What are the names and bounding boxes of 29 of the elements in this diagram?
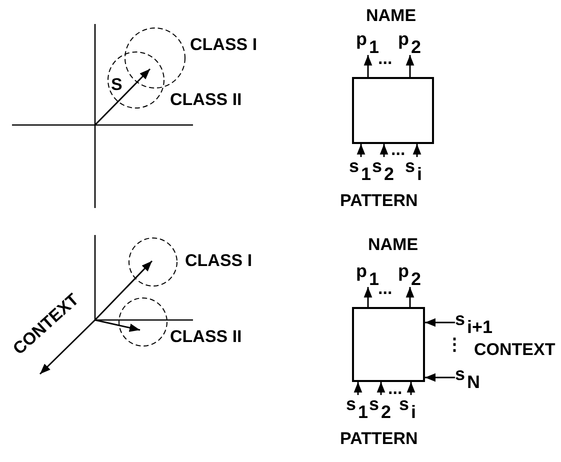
ellipsis: ... [388, 380, 402, 397]
arrow [425, 373, 455, 382]
arrow [406, 55, 414, 77]
input-label: PATTERN [340, 192, 418, 209]
arrow [356, 144, 366, 157]
class-label: CLASS I [190, 36, 258, 53]
arrow [376, 382, 386, 395]
ellipsis: ... [378, 50, 392, 67]
ellipsis: ... [391, 141, 406, 158]
input-label: PATTERN [340, 430, 418, 447]
class-label: CLASS II [170, 91, 242, 108]
arrow [425, 318, 455, 327]
class-label: CLASS II [170, 328, 242, 345]
output-label: NAME [368, 236, 418, 253]
arrow [364, 55, 372, 77]
arrow [354, 382, 362, 395]
process-box [352, 307, 425, 382]
ellipsis: ⋮ [446, 336, 463, 353]
output-label: NAME [366, 7, 416, 24]
arrow [406, 287, 414, 307]
process-box [352, 77, 434, 144]
vector-label: S [111, 76, 122, 93]
input-label: CONTEXT [474, 341, 556, 358]
arrow [380, 144, 388, 157]
class-label: CLASS I [185, 252, 252, 269]
arrow [412, 144, 422, 157]
ellipsis: ... [378, 280, 392, 297]
arrow [364, 287, 372, 307]
arrow [406, 382, 416, 395]
